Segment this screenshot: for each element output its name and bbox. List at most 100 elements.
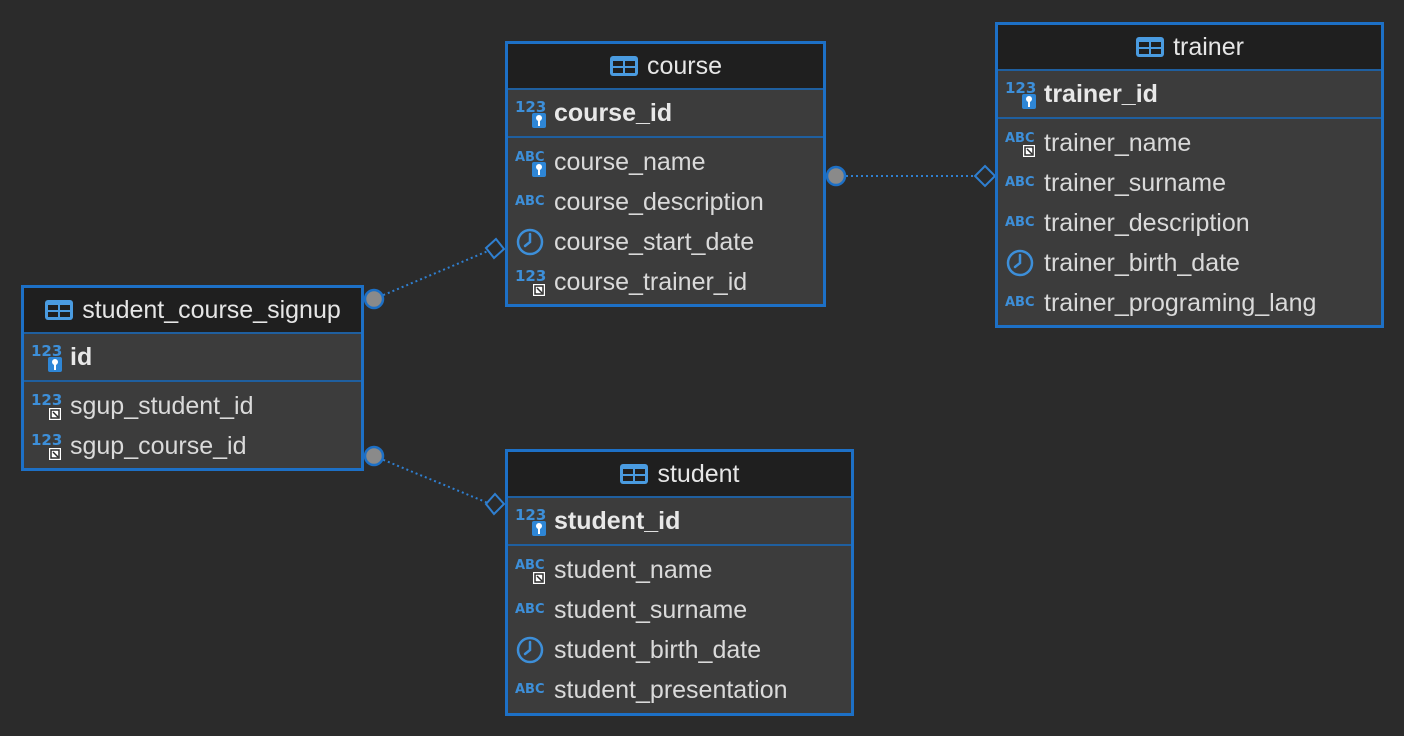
entity-header: course (508, 44, 823, 90)
column-row[interactable]: ABC student_name (508, 550, 851, 590)
column-name: trainer_id (1044, 79, 1158, 108)
text-icon: ABC (515, 194, 545, 209)
entity-header: trainer (998, 25, 1381, 71)
link-course-trainer[interactable] (825, 164, 997, 188)
svg-text:123: 123 (515, 98, 546, 116)
svg-text:ABC: ABC (515, 150, 545, 165)
numeric-key-icon: 123 (1005, 79, 1036, 109)
entity-trainer[interactable]: trainer 123 trainer_id ABC trainer_name … (995, 22, 1384, 328)
numeric-fk-icon: 123 (31, 391, 62, 420)
link-target-diamond (484, 237, 506, 260)
column-name: course_id (554, 98, 673, 127)
text-icon: ABC (515, 682, 545, 697)
column-row[interactable]: student_birth_date (508, 630, 851, 670)
svg-text:ABC: ABC (1005, 131, 1035, 146)
text-fk-icon: ABC (515, 558, 545, 584)
table-icon (620, 464, 649, 484)
column-name: trainer_name (1044, 128, 1192, 157)
numeric-key-icon: 123 (515, 98, 546, 128)
column-row[interactable]: ABC trainer_surname (998, 163, 1381, 203)
column-name: course_start_date (554, 227, 755, 256)
link-signup-student[interactable] (363, 445, 506, 516)
clock-icon (1006, 249, 1034, 277)
table-icon (45, 300, 74, 320)
entity-course[interactable]: course 123 course_id ABC course_name ABC… (505, 41, 826, 307)
numeric-key-icon: 123 (31, 342, 62, 372)
column-row[interactable]: ABC student_presentation (508, 670, 851, 710)
column-list: ABC trainer_name ABC trainer_surname ABC… (998, 119, 1381, 323)
column-row[interactable]: ABC course_description (508, 182, 823, 222)
svg-text:123: 123 (31, 391, 62, 409)
numeric-fk-icon: 123 (31, 431, 62, 460)
column-row[interactable]: trainer_birth_date (998, 243, 1381, 283)
svg-text:ABC: ABC (1005, 295, 1035, 310)
text-fk-icon: ABC (1005, 131, 1035, 157)
svg-text:123: 123 (515, 267, 546, 285)
column-name: student_name (554, 555, 713, 584)
column-row[interactable]: ABC course_name (508, 142, 823, 182)
text-icon: ABC (1005, 215, 1035, 230)
column-name: course_name (554, 147, 706, 176)
column-name: trainer_birth_date (1044, 248, 1240, 277)
entity-student[interactable]: student 123 student_id ABC student_name … (505, 449, 854, 716)
column-row[interactable]: ABC trainer_programing_lang (998, 283, 1381, 323)
entity-title: student (657, 459, 740, 488)
column-row[interactable]: 123 sgup_course_id (24, 426, 361, 466)
link-origin-dot (363, 288, 385, 310)
clock-icon (516, 228, 544, 256)
primary-key-row[interactable]: 123 course_id (508, 90, 823, 138)
column-name: sgup_student_id (70, 391, 254, 420)
column-row[interactable]: 123 sgup_student_id (24, 386, 361, 426)
column-list: 123 sgup_student_id 123 sgup_course_id (24, 382, 361, 466)
column-row[interactable]: 123 course_trainer_id (508, 262, 823, 302)
entity-title: student_course_signup (82, 295, 341, 324)
svg-text:ABC: ABC (515, 682, 545, 697)
column-list: ABC student_name ABC student_surname stu… (508, 546, 851, 710)
column-name: student_id (554, 506, 681, 535)
column-row[interactable]: ABC trainer_description (998, 203, 1381, 243)
table-icon (609, 56, 638, 76)
entity-student-course-signup[interactable]: student_course_signup 123 id 123 sgup_st… (21, 285, 364, 471)
entity-header: student_course_signup (24, 288, 361, 334)
link-target-diamond (484, 492, 506, 516)
numeric-fk-icon: 123 (515, 267, 546, 296)
column-row[interactable]: ABC trainer_name (998, 123, 1381, 163)
link-signup-course[interactable] (363, 237, 506, 310)
svg-text:123: 123 (31, 431, 62, 449)
svg-text:123: 123 (515, 506, 546, 524)
primary-key-row[interactable]: 123 trainer_id (998, 71, 1381, 119)
text-key-icon: ABC (515, 150, 546, 177)
entity-header: student (508, 452, 851, 498)
column-row[interactable]: ABC student_surname (508, 590, 851, 630)
entity-title: trainer (1173, 32, 1244, 61)
column-name: course_trainer_id (554, 267, 748, 296)
primary-key-row[interactable]: 123 id (24, 334, 361, 382)
table-icon (1136, 37, 1165, 57)
text-icon: ABC (515, 602, 545, 617)
column-name: student_birth_date (554, 635, 762, 664)
svg-text:ABC: ABC (1005, 175, 1035, 190)
numeric-key-icon: 123 (515, 506, 546, 536)
primary-key-row[interactable]: 123 student_id (508, 498, 851, 546)
clock-icon (516, 636, 544, 664)
column-list: ABC course_name ABC course_description c… (508, 138, 823, 302)
column-name: id (70, 342, 93, 371)
column-name: trainer_surname (1044, 168, 1227, 197)
svg-text:ABC: ABC (515, 558, 545, 573)
svg-text:123: 123 (31, 342, 62, 360)
svg-text:ABC: ABC (515, 194, 545, 209)
text-icon: ABC (1005, 175, 1035, 190)
column-row[interactable]: course_start_date (508, 222, 823, 262)
column-name: trainer_description (1044, 208, 1250, 237)
column-name: course_description (554, 187, 764, 216)
column-name: sgup_course_id (70, 431, 247, 460)
text-icon: ABC (1005, 295, 1035, 310)
svg-text:ABC: ABC (515, 602, 545, 617)
column-name: student_surname (554, 595, 748, 624)
entity-title: course (646, 51, 723, 80)
link-target-diamond (973, 164, 997, 188)
column-name: trainer_programing_lang (1044, 288, 1317, 317)
svg-text:123: 123 (1005, 79, 1036, 97)
column-name: student_presentation (554, 675, 788, 704)
